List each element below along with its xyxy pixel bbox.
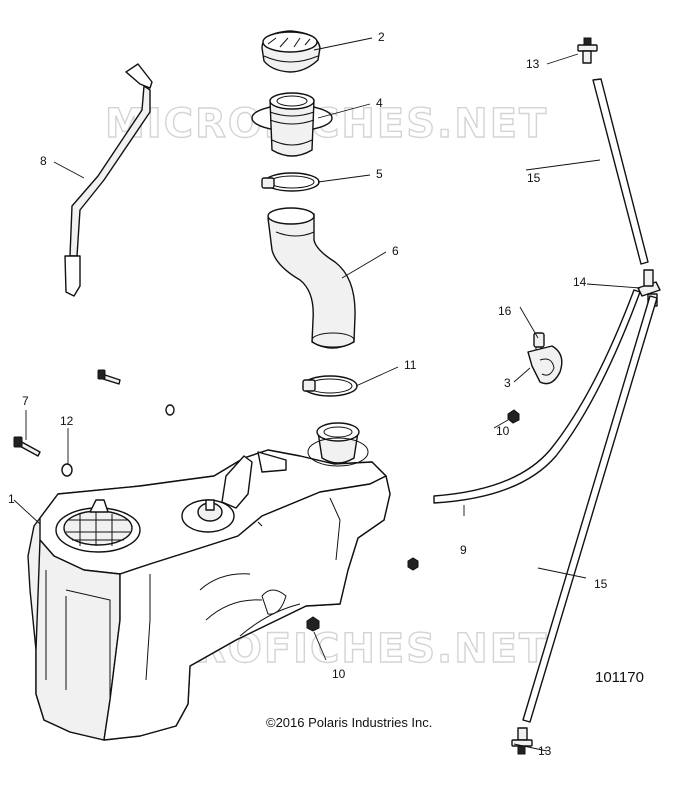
copyright-notice: ©2016 Polaris Industries Inc. bbox=[266, 715, 432, 730]
callout-10-lower: 10 bbox=[332, 667, 346, 681]
callout-10-upper: 10 bbox=[496, 424, 510, 438]
callout-12: 12 bbox=[60, 414, 74, 428]
callout-13-upper: 13 bbox=[526, 57, 540, 71]
callout-13-lower: 13 bbox=[538, 744, 552, 758]
fuel-tank bbox=[27, 422, 391, 741]
callout-5: 5 bbox=[376, 167, 383, 181]
tank-vent-hose bbox=[433, 289, 641, 504]
fuel-cap bbox=[261, 30, 321, 73]
washer-12 bbox=[61, 463, 73, 477]
callout-7: 7 bbox=[22, 394, 29, 408]
vent-hose-upper bbox=[592, 78, 649, 265]
callout-16: 16 bbox=[498, 304, 512, 318]
callout-9: 9 bbox=[460, 543, 467, 557]
nut-tank-right bbox=[407, 557, 419, 571]
callout-2: 2 bbox=[378, 30, 385, 44]
nut-10-upper bbox=[507, 409, 520, 424]
callout-8: 8 bbox=[40, 154, 47, 168]
filler-neck bbox=[251, 92, 333, 157]
vent-fitting-bottom bbox=[511, 727, 533, 755]
washer-small bbox=[165, 404, 175, 416]
nut-10-lower bbox=[306, 616, 320, 632]
callout-6: 6 bbox=[392, 244, 399, 258]
hose-clamp-upper bbox=[261, 172, 320, 192]
callout-4: 4 bbox=[376, 96, 383, 110]
callout-14: 14 bbox=[573, 275, 587, 289]
bolt-7 bbox=[13, 436, 41, 457]
tank-bolt bbox=[97, 369, 121, 385]
callout-15-upper: 15 bbox=[527, 171, 541, 185]
leader-lines bbox=[13, 37, 641, 752]
vent-hose-lower bbox=[522, 295, 658, 723]
callout-15-lower: 15 bbox=[594, 577, 608, 591]
diagram-id: 101170 bbox=[595, 669, 644, 686]
filler-hose bbox=[267, 207, 356, 349]
vent-fitting-top bbox=[577, 37, 598, 64]
callout-11: 11 bbox=[404, 358, 417, 372]
hose-clip bbox=[527, 345, 563, 385]
callout-1: 1 bbox=[8, 492, 15, 506]
hose-clamp-lower bbox=[302, 375, 358, 397]
callout-3: 3 bbox=[504, 376, 511, 390]
vent-line bbox=[64, 63, 153, 297]
